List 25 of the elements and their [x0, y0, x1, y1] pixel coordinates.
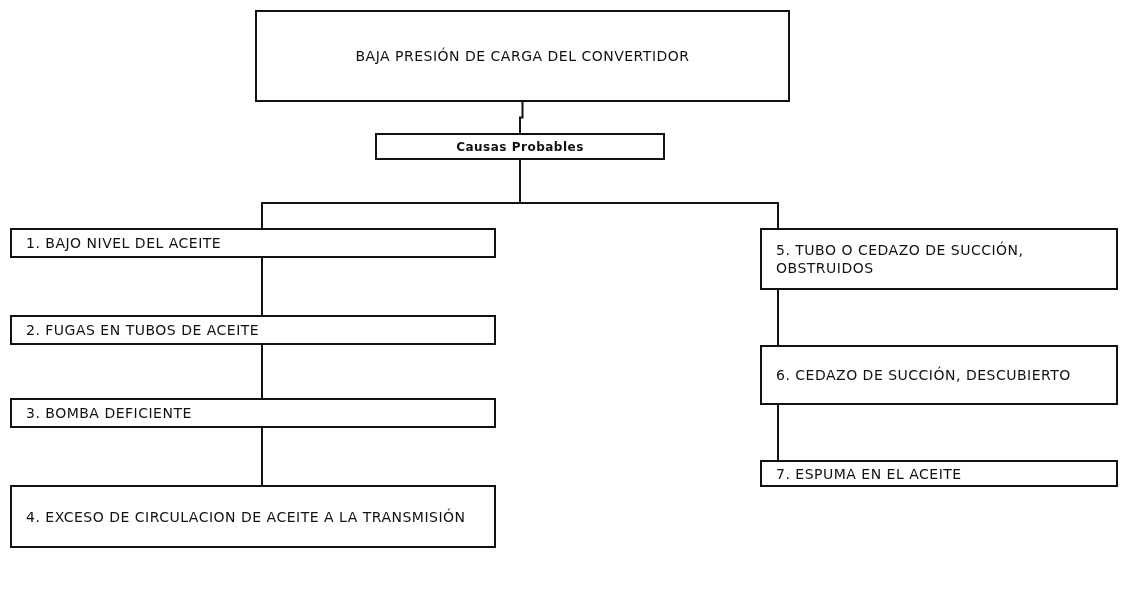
cause-box — [255, 10, 790, 102]
box-text: 4. EXCESO DE CIRCULACION DE ACEITE A LA TRANSMISIÓN — [26, 507, 467, 526]
cause-box — [10, 485, 496, 548]
connector-line — [261, 257, 263, 316]
box-text: 3. BOMBA DEFICIENTE — [26, 404, 193, 422]
connector-line — [777, 404, 779, 461]
cause-box — [760, 228, 1118, 290]
connector-line — [519, 101, 524, 134]
cause-box — [375, 133, 665, 160]
box-text: BAJA PRESIÓN DE CARGA DEL CONVERTIDOR — [355, 47, 690, 65]
box-text: 5. TUBO O CEDAZO DE SUCCIÓN, OBSTRUIDOS — [776, 241, 1025, 277]
connector-line — [777, 289, 779, 346]
connector-line — [261, 427, 263, 486]
box-text: Causas Probables — [456, 138, 584, 156]
connector-line — [519, 159, 779, 229]
cause-box — [760, 460, 1118, 487]
cause-box — [10, 228, 496, 258]
cause-box — [10, 398, 496, 428]
cause-box — [760, 345, 1118, 405]
box-text: 7. ESPUMA EN EL ACEITE — [776, 464, 963, 483]
box-text: 6. CEDAZO DE SUCCIÓN, DESCUBIERTO — [776, 366, 1072, 384]
connector-line — [261, 344, 263, 399]
box-text: 1. BAJO NIVEL DEL ACEITE — [26, 234, 223, 252]
box-text: 2. FUGAS EN TUBOS DE ACEITE — [26, 321, 261, 339]
cause-box — [10, 315, 496, 345]
